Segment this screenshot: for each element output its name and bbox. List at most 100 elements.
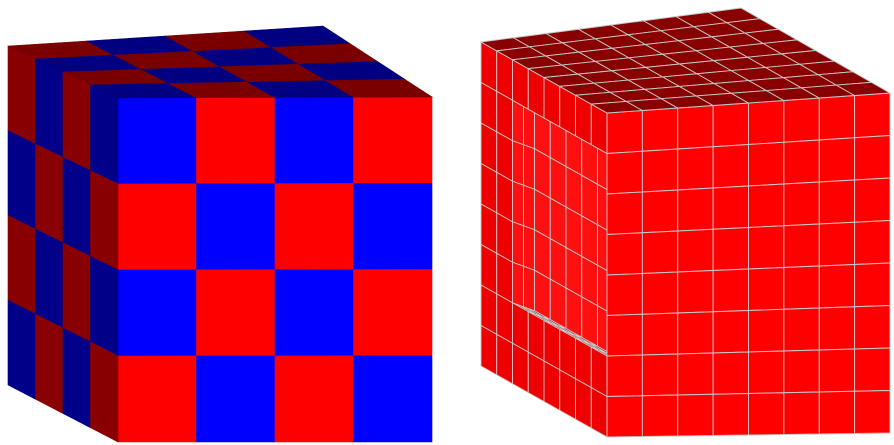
- cube-face-front: [748, 183, 785, 228]
- cube-face-front: [748, 100, 785, 145]
- cube-face-front: [818, 348, 856, 393]
- cube-face-front: [748, 225, 785, 270]
- cube-face-front: [748, 350, 785, 394]
- cube-face-front: [641, 312, 679, 356]
- cube-face-front: [712, 144, 749, 189]
- cube-face-front: [641, 353, 679, 397]
- cube-face-front: [641, 148, 679, 193]
- cube-face-front: [606, 273, 643, 316]
- cube-face-front: [641, 107, 679, 152]
- cube-face-front: [818, 95, 856, 141]
- cube-face-front: [641, 189, 679, 234]
- cube-face-front: [606, 191, 643, 235]
- cube-face-side: [35, 313, 64, 414]
- hollow-voxel-cube: [479, 7, 892, 438]
- cavity-side-wall: [512, 221, 524, 267]
- cube-face-front: [854, 220, 891, 265]
- cube-face-front: [854, 262, 891, 308]
- cube-face-side: [543, 360, 561, 412]
- cube-face-front: [783, 307, 820, 352]
- cube-face-front: [712, 185, 749, 230]
- cube-face-side: [527, 351, 545, 403]
- cube-face-front: [353, 96, 433, 184]
- checkerboard-cube: [7, 25, 434, 443]
- cube-face-front: [748, 392, 785, 436]
- cube-face-side: [35, 228, 64, 329]
- cube-face-front: [196, 269, 276, 357]
- cube-face-front: [712, 102, 749, 148]
- cube-face-side: [62, 71, 91, 172]
- cube-face-side: [90, 170, 119, 271]
- cube-face-front: [196, 183, 276, 271]
- cube-face-front: [818, 306, 856, 351]
- cube-face-side: [62, 242, 91, 343]
- cube-face-front: [274, 269, 354, 357]
- cube-face-front: [818, 221, 856, 267]
- cube-face-front: [748, 308, 785, 353]
- cavity-side-wall: [512, 180, 524, 227]
- cube-face-front: [854, 92, 891, 139]
- cube-face-side: [35, 58, 64, 158]
- cube-face-front: [641, 394, 679, 437]
- cube-face-front: [677, 393, 714, 437]
- cube-face-side: [62, 156, 91, 257]
- cube-face-front: [818, 137, 856, 183]
- cube-face-front: [854, 347, 891, 392]
- cube-face-front: [641, 271, 679, 315]
- cube-face-front: [748, 141, 785, 187]
- cube-face-front: [854, 135, 891, 181]
- cube-face-front: [606, 150, 643, 195]
- cube-face-side: [480, 324, 498, 376]
- cube-face-front: [196, 97, 276, 185]
- cube-face-side: [62, 327, 91, 429]
- cavity-side-wall: [512, 261, 524, 308]
- cube-face-front: [677, 228, 714, 273]
- cube-face-front: [783, 139, 820, 185]
- cube-face-top: [325, 78, 434, 98]
- cube-face-side: [90, 341, 119, 443]
- cube-face-front: [783, 97, 820, 143]
- cube-face-front: [712, 268, 749, 313]
- cavity-side-wall: [523, 265, 535, 312]
- cube-face-front: [677, 352, 714, 396]
- cube-face-front: [274, 183, 354, 271]
- cube-face-side: [7, 299, 36, 400]
- cube-face-side: [90, 255, 119, 357]
- cube-face-front: [854, 390, 891, 434]
- cube-face-side: [35, 143, 64, 244]
- cube-face-front: [606, 395, 643, 438]
- cube-face-front: [117, 355, 197, 443]
- cavity-side-wall: [523, 225, 535, 271]
- cube-face-front: [677, 187, 714, 232]
- cube-face-front: [677, 270, 714, 314]
- cube-face-front: [783, 223, 820, 268]
- cube-face-side: [575, 377, 592, 429]
- cavity-side-wall: [523, 184, 535, 231]
- cube-face-front: [818, 264, 856, 309]
- cube-face-front: [606, 354, 643, 397]
- cube-face-top: [834, 81, 892, 96]
- cube-face-front: [712, 393, 749, 436]
- cube-face-front: [712, 227, 749, 271]
- cube-face-front: [783, 181, 820, 227]
- cube-face-front: [677, 311, 714, 355]
- cavity-side-wall: [512, 99, 524, 146]
- cube-face-front: [854, 305, 891, 350]
- cube-face-front: [677, 146, 714, 191]
- cube-face-front: [783, 391, 820, 435]
- cube-face-front: [712, 351, 749, 395]
- cube-face-front: [196, 355, 276, 443]
- cube-face-front: [783, 349, 820, 394]
- cube-face-front: [274, 355, 354, 443]
- cube-face-side: [496, 333, 513, 385]
- cube-face-side: [7, 130, 36, 230]
- cube-face-front: [818, 390, 856, 435]
- cube-face-front: [353, 355, 433, 443]
- cube-face-front: [353, 269, 433, 357]
- cube-face-front: [274, 96, 354, 184]
- cube-face-front: [117, 269, 197, 357]
- cube-face-side: [590, 386, 608, 438]
- cube-face-side: [559, 369, 576, 421]
